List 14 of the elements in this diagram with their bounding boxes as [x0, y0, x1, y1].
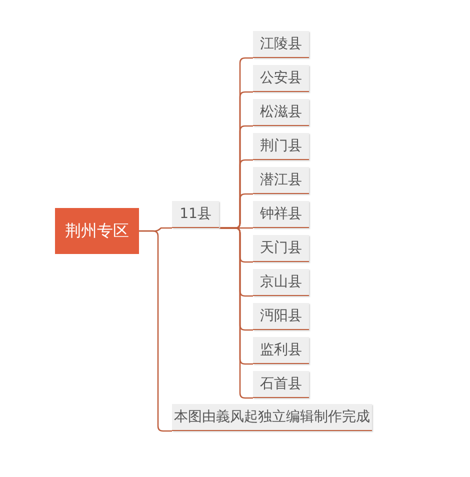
topic-box: 松滋县: [253, 99, 309, 126]
topic-box: 监利县: [253, 337, 309, 364]
topic-box: 江陵县: [253, 31, 309, 58]
topic-box: 荆门县: [253, 133, 309, 160]
root-topic-box: 荆州专区: [55, 208, 139, 254]
topic-box: 潜江县: [253, 167, 309, 194]
topic-box: 11县: [172, 201, 219, 228]
topic-box: 本图由義风起独立编辑制作完成: [172, 404, 372, 431]
topic-box: 沔阳县: [253, 303, 309, 330]
topic-box: 京山县: [253, 269, 309, 296]
topic-box: 公安县: [253, 65, 309, 92]
topic-box: 天门县: [253, 235, 309, 262]
topic-box: 石首县: [253, 371, 309, 398]
topic-box: 钟祥县: [253, 201, 309, 228]
